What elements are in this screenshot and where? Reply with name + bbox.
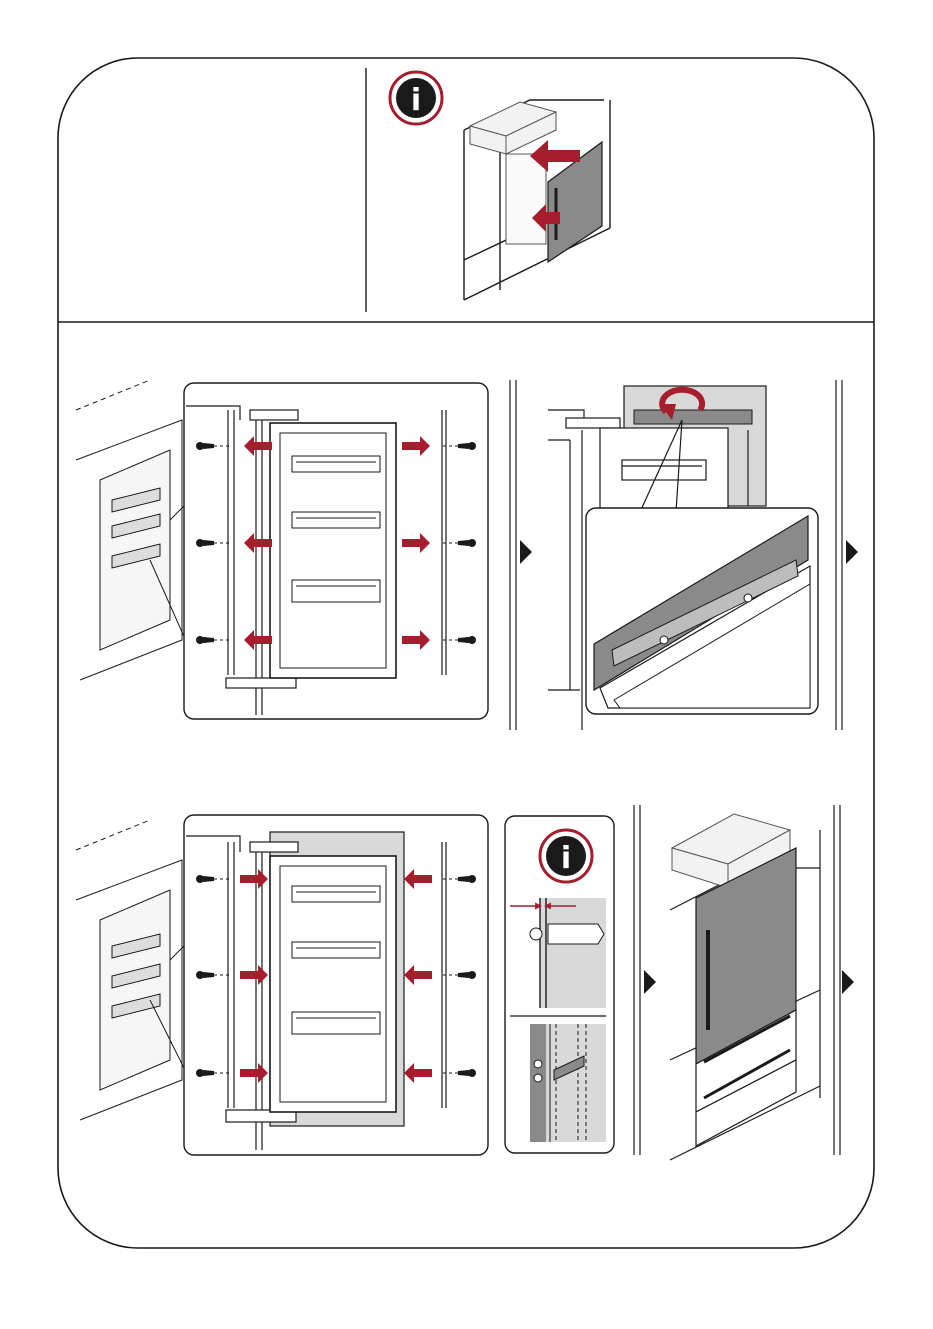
play-arrow-icon — [846, 540, 858, 564]
info-glyph: i — [561, 841, 571, 876]
finished-appliance — [670, 814, 820, 1160]
info-panel-fitting: i — [390, 72, 610, 300]
info-icon: i — [390, 72, 442, 124]
info-glyph: i — [411, 83, 421, 118]
play-arrow-icon — [644, 970, 656, 994]
play-arrow-icon — [842, 970, 854, 994]
lift-panel-hook — [548, 386, 818, 730]
info-gap-detail: i — [505, 816, 614, 1153]
play-arrow-icon — [520, 540, 532, 564]
remove-door-panel — [76, 380, 488, 719]
attach-door-panel — [76, 815, 488, 1155]
info-icon: i — [540, 830, 592, 882]
